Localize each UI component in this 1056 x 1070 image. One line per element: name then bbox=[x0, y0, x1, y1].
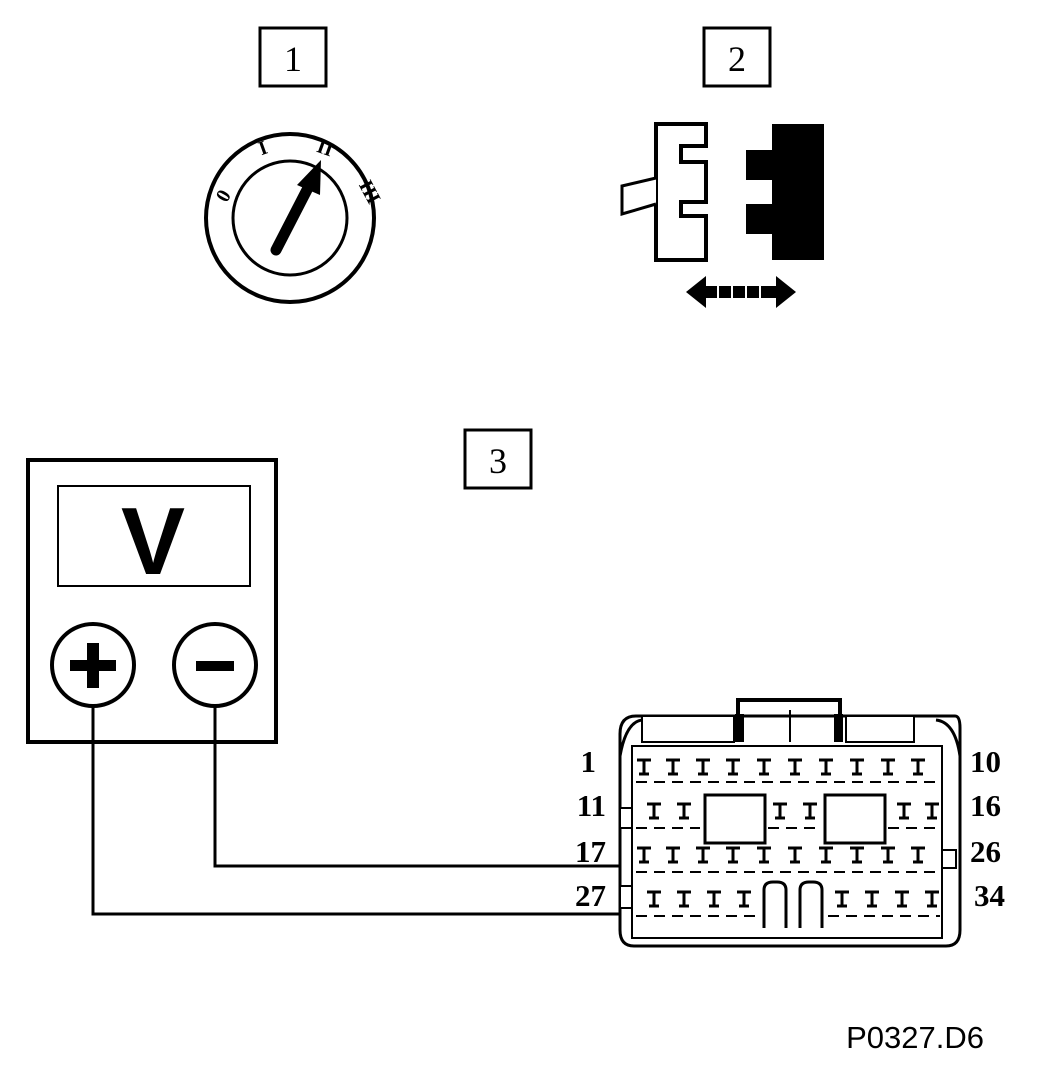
row-label-right-4: 34 bbox=[974, 878, 1005, 913]
pin-terminal-icon bbox=[757, 846, 771, 864]
connector-pins bbox=[636, 758, 940, 917]
key-pointer-icon bbox=[270, 178, 316, 256]
pin-terminal-icon bbox=[696, 758, 710, 776]
svg-text:1: 1 bbox=[284, 39, 302, 79]
pin-terminal-icon bbox=[677, 890, 691, 908]
pin-terminal-icon bbox=[637, 758, 651, 776]
pin-terminal-icon bbox=[726, 758, 740, 776]
pin-terminal-icon bbox=[773, 802, 787, 820]
row-label-right-2: 16 bbox=[970, 788, 1001, 823]
pin-terminal-icon bbox=[696, 846, 710, 864]
pin-terminal-icon bbox=[911, 758, 925, 776]
reference-code: P0327.D6 bbox=[846, 1020, 984, 1055]
row-label-left-4: 27 bbox=[575, 878, 606, 913]
pin-terminal-icon bbox=[726, 846, 740, 864]
negative-terminal-icon bbox=[172, 622, 258, 708]
pin-terminal-icon bbox=[897, 802, 911, 820]
ecu-connector bbox=[618, 698, 962, 948]
pin-terminal-icon bbox=[666, 846, 680, 864]
pin-terminal-icon bbox=[707, 890, 721, 908]
pin-terminal-icon bbox=[881, 758, 895, 776]
row-label-left-2: 11 bbox=[577, 788, 606, 823]
pin-terminal-icon bbox=[666, 758, 680, 776]
pin-terminal-icon bbox=[925, 890, 939, 908]
svg-text:2: 2 bbox=[728, 39, 746, 79]
pin-terminal-icon bbox=[803, 802, 817, 820]
row-label-left-3: 17 bbox=[575, 834, 606, 869]
pin-terminal-icon bbox=[850, 758, 864, 776]
double-arrow-icon bbox=[686, 276, 796, 308]
pin-terminal-icon bbox=[925, 802, 939, 820]
positive-terminal-icon bbox=[50, 622, 136, 708]
pin-terminal-icon bbox=[757, 758, 771, 776]
row-label-right-1: 10 bbox=[970, 744, 1001, 779]
pin-terminal-icon bbox=[788, 758, 802, 776]
pin-terminal-icon bbox=[865, 890, 879, 908]
row-label-left-1: 1 bbox=[581, 744, 597, 779]
probe-wires bbox=[91, 706, 652, 916]
pin-terminal-icon bbox=[895, 890, 909, 908]
svg-text:3: 3 bbox=[489, 441, 507, 481]
pin-terminal-icon bbox=[788, 846, 802, 864]
pin-terminal-icon bbox=[637, 846, 651, 864]
step-3-label: 3 bbox=[463, 428, 533, 490]
pin-terminal-icon bbox=[911, 846, 925, 864]
step-1-label: 1 bbox=[258, 26, 328, 88]
negative-probe-wire bbox=[213, 706, 632, 868]
pin-terminal-icon bbox=[881, 846, 895, 864]
pin-terminal-icon bbox=[819, 758, 833, 776]
pin-terminal-icon bbox=[677, 802, 691, 820]
pin-terminal-icon bbox=[647, 890, 661, 908]
pin-terminal-icon bbox=[737, 890, 751, 908]
connector-disconnect-icon bbox=[620, 122, 824, 308]
pin-terminal-icon bbox=[819, 846, 833, 864]
pin-terminal-icon bbox=[647, 802, 661, 820]
voltmeter-display: V bbox=[121, 488, 185, 595]
ignition-switch-icon: 0 I II III bbox=[204, 132, 385, 304]
voltmeter: V bbox=[26, 458, 278, 744]
step-2-label: 2 bbox=[702, 26, 772, 88]
positive-probe-wire bbox=[91, 706, 652, 916]
pin-terminal-icon bbox=[850, 846, 864, 864]
ignition-position-2: II bbox=[314, 135, 336, 161]
row-label-right-3: 26 bbox=[970, 834, 1001, 869]
pin-terminal-icon bbox=[835, 890, 849, 908]
